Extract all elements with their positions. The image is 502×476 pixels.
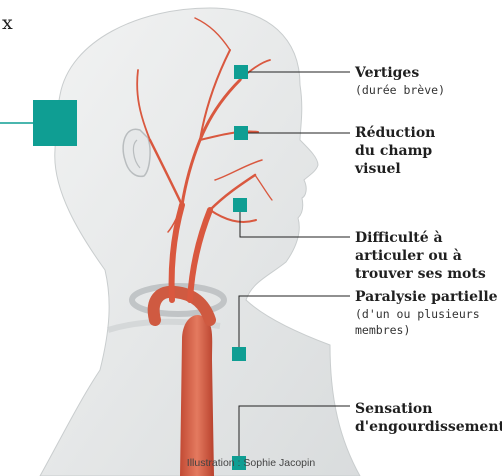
symptom-title: Vertiges xyxy=(355,64,445,82)
symptom-detail: (d'un ou plusieurs membres) xyxy=(355,306,498,338)
marker-paralysie xyxy=(232,347,246,361)
teal-marker-large xyxy=(33,100,77,146)
symptom-title: Réduction du champ visuel xyxy=(355,124,435,178)
symptom-champ-visuel: Réduction du champ visuel xyxy=(355,124,435,178)
cut-off-text: x xyxy=(2,12,13,34)
marker-vertiges xyxy=(234,65,248,79)
illustration-credit: Illustration : Sophie Jacopin xyxy=(0,457,502,469)
symptom-engourdissement: Sensation d'engourdissement xyxy=(355,400,502,436)
symptom-title: Sensation d'engourdissement xyxy=(355,400,502,436)
marker-champ-visuel xyxy=(234,126,248,140)
symptom-detail: (durée brève) xyxy=(355,82,445,98)
aorta xyxy=(180,315,214,476)
symptom-articuler: Difficulté à articuler ou à trouver ses … xyxy=(355,229,486,283)
symptom-paralysie: Paralysie partielle (d'un ou plusieurs m… xyxy=(355,288,498,338)
marker-articuler xyxy=(233,198,247,212)
symptom-vertiges: Vertiges (durée brève) xyxy=(355,64,445,98)
symptom-title: Paralysie partielle xyxy=(355,288,498,306)
symptom-title: Difficulté à articuler ou à trouver ses … xyxy=(355,229,486,283)
